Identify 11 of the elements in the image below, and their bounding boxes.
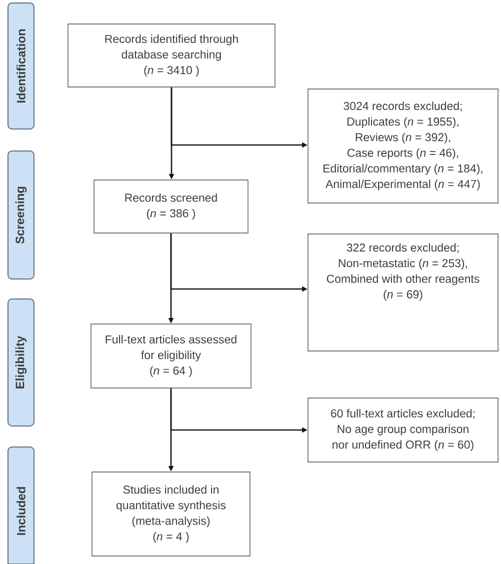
phase-band: Identification xyxy=(8,2,34,130)
phase-band: Screening xyxy=(8,150,34,280)
process-box: Records screened (n = 386 ) xyxy=(94,180,248,234)
phase-band: Included xyxy=(8,446,34,564)
exclusion-box: 3024 records excluded; Duplicates (n = 1955), Reviews (n = 392), Case reports (n = 46), Editorial/commentary (n = 184), Animal/Experimental (n = 447) xyxy=(308,88,498,204)
process-box: Studies included in quantitative synthesis (meta-analysis) (n = 4 ) xyxy=(92,472,250,556)
process-box: Records identified through database searching (n = 3410 ) xyxy=(68,24,276,88)
exclusion-box: 322 records excluded; Non-metastatic (n = 253), Combined with other reagents (n = 69) xyxy=(308,234,498,352)
process-box: Full-text articles assessed for eligibility (n = 64 ) xyxy=(90,324,252,388)
exclusion-box: 60 full-text articles excluded; No age group comparison nor undefined ORR (n = 60) xyxy=(308,398,498,462)
phase-band: Eligibility xyxy=(8,298,34,426)
